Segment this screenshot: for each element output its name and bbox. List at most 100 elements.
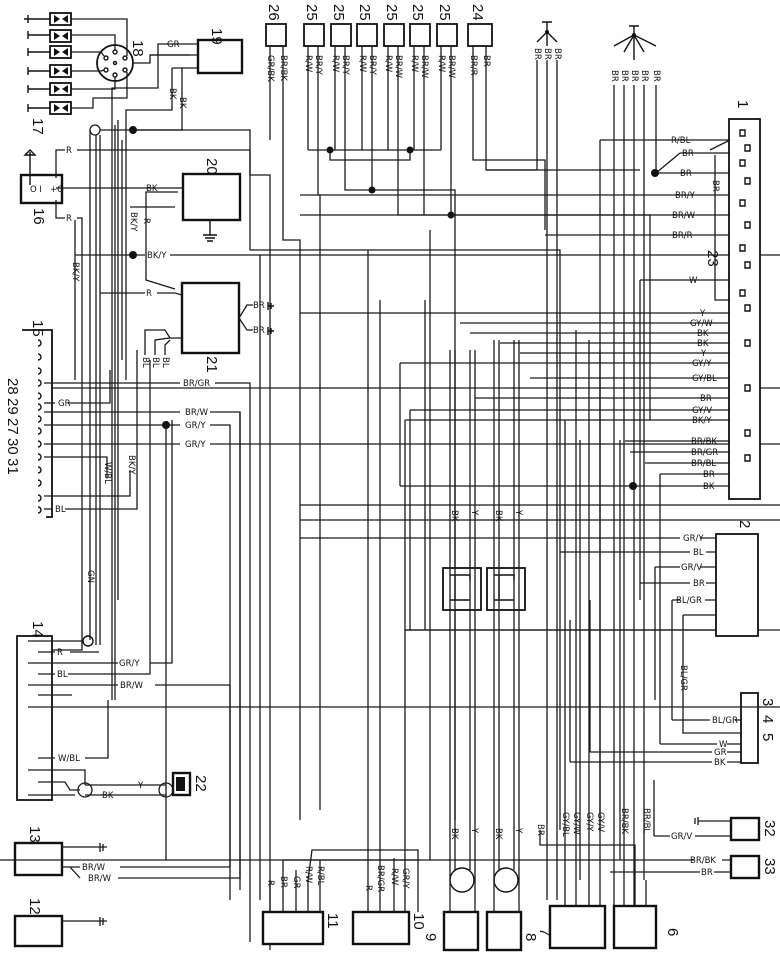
- wire-label: BK: [493, 510, 503, 522]
- wire-label: Y: [699, 309, 706, 319]
- component-7-label: 7: [536, 928, 553, 936]
- component-17-label: 17: [29, 118, 46, 135]
- component-8-label: 8: [522, 933, 539, 941]
- component-2-connector: 2 GR/Y BL GR/V BR BL/GR BL/GR: [300, 520, 759, 720]
- wire-label: BK: [714, 758, 726, 768]
- component-7-box: 7 BR GY/BL GY/W GY/Y GY/V: [535, 330, 636, 950]
- wire-label: BR/BK: [619, 808, 629, 834]
- component-14-label: 14: [29, 621, 46, 638]
- wire-label: BR: [700, 394, 712, 404]
- wire-label: R/W: [330, 55, 340, 73]
- wire-label: BR/W: [672, 211, 696, 221]
- wire-label: BR/GR: [375, 865, 385, 892]
- wire-label: BR: [693, 579, 705, 589]
- wire-label: BK: [449, 510, 459, 522]
- component-17-fuse-block: 17: [24, 12, 72, 135]
- component-10-label: 10: [410, 913, 427, 930]
- component-9-label: 9: [422, 933, 439, 941]
- component-22-sensor: 22 Y BK: [102, 771, 209, 801]
- component-13-label: 13: [26, 826, 43, 843]
- component-4-label: 4: [759, 715, 776, 723]
- wire-label: R/W: [303, 55, 313, 73]
- wire-label: BR: [619, 70, 629, 82]
- component-11-box: 11 R BR GR R/W R/BL: [261, 849, 420, 946]
- component-1-connector: 1 23 R/BL BR BR BR/Y BR/W BR/R W Y GY/W: [300, 100, 761, 830]
- wire-label: BR: [253, 301, 265, 311]
- svg-text:+O: +O: [50, 185, 64, 195]
- component-29-label: 29: [4, 398, 21, 415]
- component-27-label: 27: [4, 418, 21, 435]
- wire-label: BK: [703, 482, 715, 492]
- ground-icon: [267, 302, 274, 335]
- wire-label: GR/Y: [683, 534, 704, 544]
- wire-label: BL: [57, 670, 68, 680]
- wire-label: GR/Y: [119, 659, 140, 669]
- wire-label: R/W: [436, 55, 446, 73]
- component-6-box: 6 BR/BK BR/BL: [612, 808, 681, 950]
- wire-label: GY/Y: [584, 812, 594, 832]
- component-21-box: 21 R BR BR BL BL BL: [100, 260, 274, 373]
- wire-label: GY/V: [595, 812, 605, 832]
- wire-label: BK/Y: [128, 212, 138, 232]
- wire-label: R: [141, 218, 151, 224]
- component-10-box: 10 R BR/GR R/W GR/Y: [351, 250, 427, 946]
- wire-label: BR: [680, 169, 692, 179]
- wire-label: BR/Y: [313, 55, 323, 76]
- wire-label: GY/BL: [560, 812, 570, 837]
- wire-label: BR/BK: [691, 437, 717, 447]
- wire-label: BL: [150, 357, 160, 368]
- wire-label: BR/W: [88, 874, 112, 884]
- component-5-label: 5: [759, 733, 776, 741]
- wire-label: R/W: [303, 866, 313, 884]
- component-19-label: 19: [208, 28, 225, 45]
- wire-label: BR/BK: [690, 856, 716, 866]
- wire-label: Y: [469, 827, 479, 834]
- wire-label: BR: [532, 48, 542, 60]
- wire-label: BR: [701, 868, 713, 878]
- wire-label: BR/BL: [641, 808, 651, 833]
- component-16-box: O I +O 16 R R: [19, 146, 271, 950]
- wire-label: BR/W: [446, 55, 456, 79]
- wire-label: BR/Y: [675, 191, 696, 201]
- component-26-label: 26: [265, 4, 282, 21]
- component-20-label: 20: [203, 158, 220, 175]
- wire-label: BL: [160, 357, 170, 368]
- component-9-8: 9 8: [422, 867, 539, 952]
- wire-label: BR: [552, 48, 562, 60]
- relay-pair: BK Y BK Y BK Y BK Y: [300, 340, 780, 870]
- wire-label: BR: [682, 149, 694, 159]
- wire-label: BK/Y: [692, 416, 712, 426]
- wire-label: BR: [629, 70, 639, 82]
- wire-label: BK: [146, 184, 158, 194]
- component-25-label: 25: [356, 4, 373, 21]
- wire-label: R/BL: [315, 866, 325, 886]
- component-15-label: 15: [29, 320, 46, 337]
- component-15-connector: 15 28 29 27 30 31 GR BL BR/: [4, 320, 780, 900]
- wire-label: R/BL: [671, 136, 691, 146]
- wire-label: BR: [278, 876, 288, 888]
- wire-label: GR/Y: [400, 868, 410, 889]
- wire-label: GR: [58, 399, 71, 409]
- wire-label: GR/Y: [185, 421, 206, 431]
- wire-label: R/W: [389, 868, 399, 886]
- wire-label: BL: [140, 357, 150, 368]
- wire-label: GR/Y: [185, 440, 206, 450]
- component-25-label: 25: [330, 4, 347, 21]
- component-18-round-connector: 18: [71, 18, 190, 109]
- wire-label: BR/W: [120, 681, 144, 691]
- wire-label: Y: [137, 781, 144, 791]
- component-12-label: 12: [26, 898, 43, 915]
- harness-lines: [259, 230, 661, 900]
- wire-label: BR/BL: [691, 459, 716, 469]
- component-28-29-27-30-31-labels: 28 29 27 30 31: [4, 378, 21, 475]
- component-20-box: 20 BK R BK/Y: [128, 158, 242, 260]
- wire-label: BR/Y: [340, 55, 350, 76]
- wire-label: Y: [469, 509, 479, 516]
- wire-label: BK: [697, 339, 709, 349]
- component-25-label: 25: [409, 4, 426, 21]
- wire-label: BR: [651, 70, 661, 82]
- component-16-label: 16: [30, 208, 47, 225]
- wire-label: BL/GR: [676, 596, 702, 606]
- wire-label: BR/R: [672, 231, 693, 241]
- wire-label: BR: [542, 48, 552, 60]
